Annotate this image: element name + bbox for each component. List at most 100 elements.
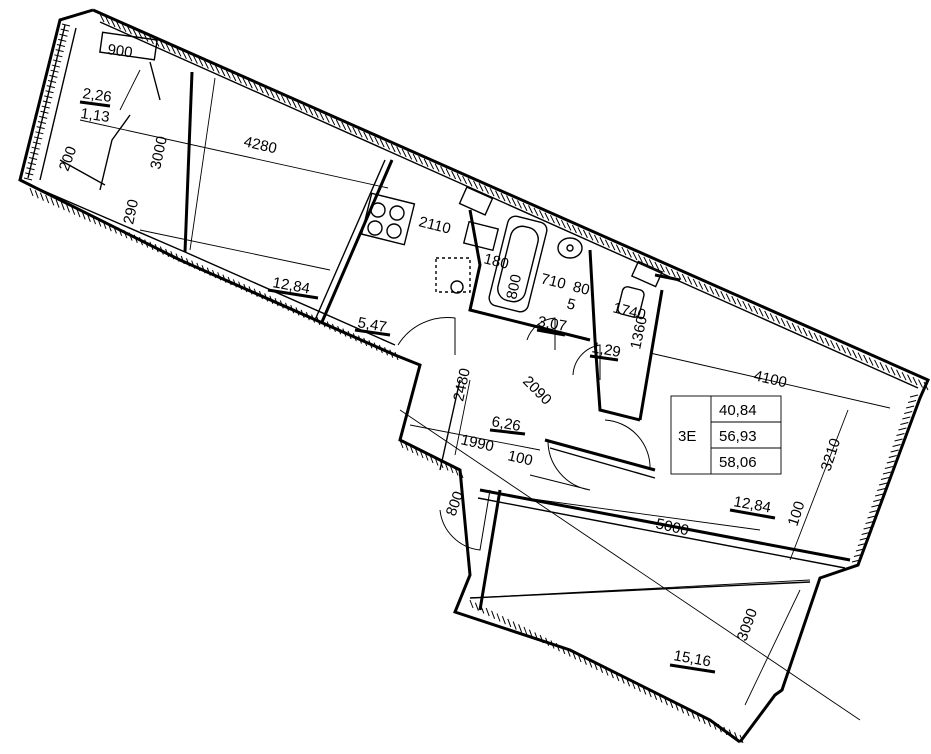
wall-hatch-mark (97, 218, 102, 227)
wall-hatch-mark (302, 104, 308, 113)
wall-hatch-mark (258, 290, 263, 300)
wall-hatch-mark (491, 610, 496, 619)
wall-hatch-mark (808, 330, 814, 339)
wall-hatch-mark (347, 330, 352, 340)
area-kitchen: 5,47 (356, 314, 388, 336)
dim-2480: 2480 (450, 367, 474, 403)
wall-hatch-mark (429, 454, 434, 464)
wall-hatch-mark (23, 177, 33, 181)
wall-hatch-mark (696, 713, 701, 722)
wall-hatch-mark (170, 45, 176, 55)
sink-icon (557, 237, 583, 259)
wall-hatch-mark (39, 115, 48, 119)
wall-hatch-mark (485, 607, 490, 617)
wall-hatch-mark (55, 199, 60, 208)
wall-hatch-mark (902, 416, 911, 420)
wall-hatch-mark (687, 276, 693, 285)
wall-hatch-mark (610, 241, 616, 251)
area-underlines (79, 100, 776, 674)
area-bath: 3,07 (536, 313, 568, 335)
wall-hatch-mark (290, 304, 295, 314)
wall-hatch-mark (496, 613, 501, 622)
wall-hatch-mark (61, 23, 71, 27)
wall-hatch-mark (41, 105, 50, 109)
wall-hatch-mark (500, 192, 506, 202)
wall-hatch-mark (544, 212, 550, 221)
wall-hatch-mark (451, 170, 457, 180)
wall-hatch-mark (330, 116, 336, 126)
wall-hatch-mark (227, 276, 232, 286)
dim-100b: 100 (785, 499, 809, 528)
wall-hatch-mark (871, 504, 880, 508)
wall-hatch-mark (76, 208, 81, 218)
wall-hatch-mark (440, 165, 446, 175)
wall-hatch-mark (206, 267, 211, 276)
wall-hatch-mark (642, 686, 647, 695)
area-room-left: 12,84 (271, 274, 311, 297)
wall-hatch-mark (26, 167, 35, 171)
wall-hatch-mark (352, 126, 358, 136)
wall-hatch-mark (434, 457, 439, 466)
dimension-lines (79, 69, 891, 721)
dim-3210: 3210 (818, 436, 844, 473)
wall-hatch-mark (295, 307, 300, 316)
dim-800: 800 (503, 273, 525, 301)
wall-hatch-mark (37, 121, 47, 125)
wall-hatch-mark (626, 249, 632, 258)
wall-hatch-mark (291, 99, 297, 109)
wall-hatch-mark (896, 433, 905, 436)
wall-hatch-mark (797, 325, 803, 334)
wall-hatch-mark (528, 205, 533, 214)
dim-2090: 2090 (519, 373, 555, 409)
wall-hatch-mark (107, 222, 112, 232)
wall-hatch-mark (27, 162, 36, 166)
wall-hatch-mark (105, 16, 110, 25)
wall-hatch-mark (55, 49, 64, 53)
wall-hatch-mark (363, 337, 368, 347)
wall-hatch-mark (561, 645, 566, 655)
wall-hatch-mark (560, 219, 566, 229)
wall-hatch-mark (139, 237, 143, 246)
wall-hatch-mark (511, 197, 517, 207)
wall-hatch-mark (906, 405, 915, 409)
wall-hatch-mark (212, 269, 216, 279)
wall-hatch-mark (434, 163, 440, 172)
wall-hatch-mark (550, 640, 555, 649)
wall-hatch-mark (620, 675, 625, 684)
wall-hatch-mark (363, 131, 369, 140)
wall-hatch-mark (868, 357, 874, 366)
wall-hatch-mark (456, 173, 462, 182)
wall-hatch-mark (341, 121, 347, 131)
wall-hatch-mark (316, 316, 321, 326)
wall-hatch-mark (454, 467, 459, 476)
wall-hatch-mark (308, 107, 314, 116)
wall-hatch-mark (313, 109, 319, 118)
wall-hatch-mark (892, 444, 901, 447)
dim-4280: 4280 (242, 133, 278, 157)
wall-hatch-mark (112, 225, 117, 234)
wall-hatch-mark (81, 211, 86, 220)
wall-hatch-mark (912, 376, 918, 386)
wall-hatch-mark (873, 499, 882, 502)
wall-hatch-mark (331, 323, 336, 333)
dim-290: 290 (120, 198, 142, 226)
wall-hatch-mark (747, 303, 753, 312)
wall-hatch-mark (869, 510, 878, 513)
wall-hatch-mark (851, 559, 861, 563)
wall-hatch-mark (659, 264, 665, 273)
wall-hatch-mark (857, 543, 866, 546)
wall-hatch-mark (148, 35, 154, 45)
dim-710: 710 (539, 270, 567, 293)
area-wc: 1,29 (590, 339, 622, 361)
wall-hatch-mark (116, 21, 121, 30)
wall-hatch-mark (853, 554, 863, 557)
dim-5: 5 (565, 295, 577, 314)
wall-hatch-mark (429, 160, 435, 170)
washing-machine-icon (435, 257, 471, 294)
wall-hatch-mark (319, 111, 325, 121)
wall-hatch-mark (830, 340, 836, 349)
wall-hatch-mark (534, 632, 539, 641)
wall-hatch-mark (275, 92, 281, 101)
wall-hatch-mark (222, 274, 227, 283)
